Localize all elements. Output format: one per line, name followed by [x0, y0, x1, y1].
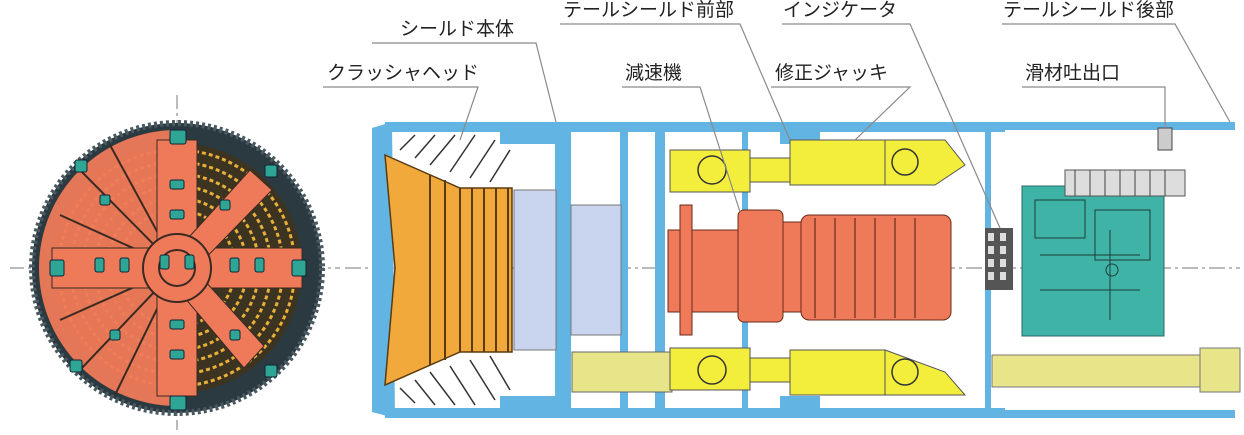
reducer-motor	[667, 204, 952, 336]
label-correction-jack: 修正ジャッキ	[775, 62, 888, 84]
label-reducer: 減速機	[625, 62, 682, 84]
correction-jack-upper	[669, 139, 966, 193]
label-indicator: インジケータ	[783, 0, 897, 21]
shield-cross-section	[345, 122, 1241, 418]
crusher-head	[384, 134, 513, 406]
label-crusher-head: クラッシャヘッド	[327, 62, 479, 84]
lubricant-outlet-assembly	[1064, 127, 1186, 197]
label-shield-body: シールド本体	[400, 18, 514, 40]
control-panel	[1021, 185, 1165, 337]
correction-jack-lower	[571, 347, 1241, 396]
label-tail-shield-front: テールシールド前部	[563, 0, 734, 21]
indicator-device	[985, 228, 1013, 290]
leader-lines	[323, 23, 1231, 229]
label-lubricant-outlet: 滑材吐出口	[1025, 62, 1120, 84]
label-tail-shield-rear: テールシールド後部	[1003, 0, 1174, 21]
cutter-head-front-view	[10, 95, 340, 430]
